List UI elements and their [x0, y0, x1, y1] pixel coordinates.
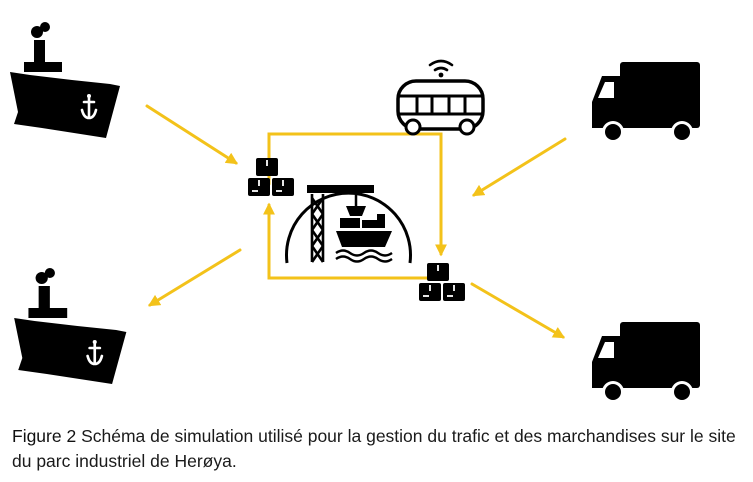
arrow-truck-to-terminal [471, 137, 567, 197]
arrow-terminal-to-ship [147, 248, 242, 307]
port-terminal-icon [285, 185, 412, 264]
autonomous-bus-icon [396, 59, 485, 136]
figure-caption-text: Schéma de simulation utilisé pour la ges… [12, 426, 736, 471]
simulation-diagram [8, 20, 700, 403]
figure-caption: Figure 2 Schéma de simulation utilisé po… [12, 424, 737, 474]
outgoing-ship-icon [12, 266, 128, 386]
arrow-terminal-to-truck [470, 282, 566, 339]
internal-return-loop [263, 202, 430, 280]
figure-label: Figure 2 [12, 426, 77, 446]
incoming-ship-icon [8, 20, 122, 140]
arrow-ship-to-terminal [145, 104, 239, 165]
cargo-boxes-icon [418, 262, 466, 302]
outgoing-truck-icon [592, 322, 700, 403]
cargo-boxes-icon [247, 157, 295, 197]
incoming-truck-icon [592, 62, 700, 143]
